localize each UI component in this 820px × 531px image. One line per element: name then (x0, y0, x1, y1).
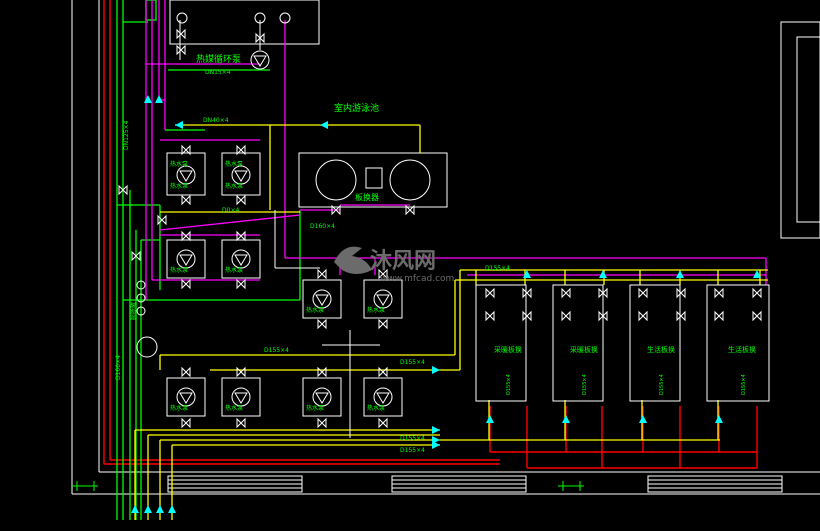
wall-hatching (167, 475, 783, 493)
watermark-logo-icon (334, 246, 372, 274)
label-heat-pump: 热媒循环泵 (196, 53, 241, 65)
dimension-ticks (72, 481, 584, 491)
label-d155-e: D155×4 (485, 265, 510, 272)
label-d155: D155×4 (264, 347, 289, 354)
label-hx-4: 生活板换 (728, 345, 756, 354)
label-pump-e: 热水泵 (306, 306, 324, 314)
white-pipes (179, 20, 380, 438)
label-heat-exchanger: 板换器 (355, 192, 379, 202)
label-hx-pipe-1: D155×4 (506, 374, 512, 395)
label-indoor-pool: 室内游泳池 (334, 102, 379, 114)
label-pump-b: 热水泵 (225, 182, 243, 190)
pump-units (166, 152, 403, 417)
label-tank: 膨胀罐 (129, 302, 137, 320)
label-pump-f: 热水泵 (367, 306, 385, 314)
label-dn15: DN15×4 (205, 69, 231, 76)
label-dn40: DN40×4 (203, 117, 229, 124)
label-hx-1: 采暖板换 (494, 345, 522, 354)
watermark-url: www.mfcad.com (380, 274, 454, 284)
plate-exchangers (475, 284, 770, 402)
heat-exchanger-unit (315, 159, 431, 201)
label-d155-b: D155×4 (400, 359, 425, 366)
label-pump-a: 热水泵 (170, 182, 188, 190)
label-pump-j: 热水泵 (367, 404, 385, 412)
label-hx-pipe-2: D155×4 (582, 374, 588, 395)
watermark: 沐风网 www.mfcad.com (334, 246, 454, 284)
label-hx-pipe-3: D155×4 (659, 374, 665, 395)
label-pump-d: 热水泵 (225, 266, 243, 274)
diagram-labels: 热媒循环泵 室内游泳池 板换器 DN15×4 DN40×4 D0×4 D160×… (115, 53, 756, 454)
gauges (136, 12, 291, 358)
watermark-brand: 沐风网 (370, 249, 436, 274)
label-d0: D0×4 (222, 207, 239, 214)
label-hx-2: 采暖板换 (570, 345, 598, 354)
red-pipes (103, 0, 758, 469)
label-d160-b: D160×4 (115, 355, 122, 380)
magenta-pipes (145, 0, 767, 300)
label-pump-h: 热水泵 (225, 404, 243, 412)
yellow-pipes (134, 124, 768, 520)
green-pipes (116, 0, 301, 520)
label-d155-c: D155×4 (400, 435, 425, 442)
label-pump-c: 热水泵 (170, 266, 188, 274)
flow-arrows (131, 95, 761, 513)
label-hx-pipe-4: D155×4 (741, 374, 747, 395)
label-d155-d: D155×4 (400, 447, 425, 454)
label-pump-g: 热水泵 (170, 404, 188, 412)
label-d160: D160×4 (310, 223, 335, 230)
drawing-frame (71, 0, 820, 495)
label-pump-k: 热水泵 (170, 160, 188, 168)
label-dn125: DN125×4 (123, 120, 130, 150)
valve-symbols (118, 29, 762, 428)
label-pump-l: 热水泵 (225, 160, 243, 168)
label-pump-i: 热水泵 (306, 404, 324, 412)
label-hx-3: 生活板换 (647, 345, 675, 354)
